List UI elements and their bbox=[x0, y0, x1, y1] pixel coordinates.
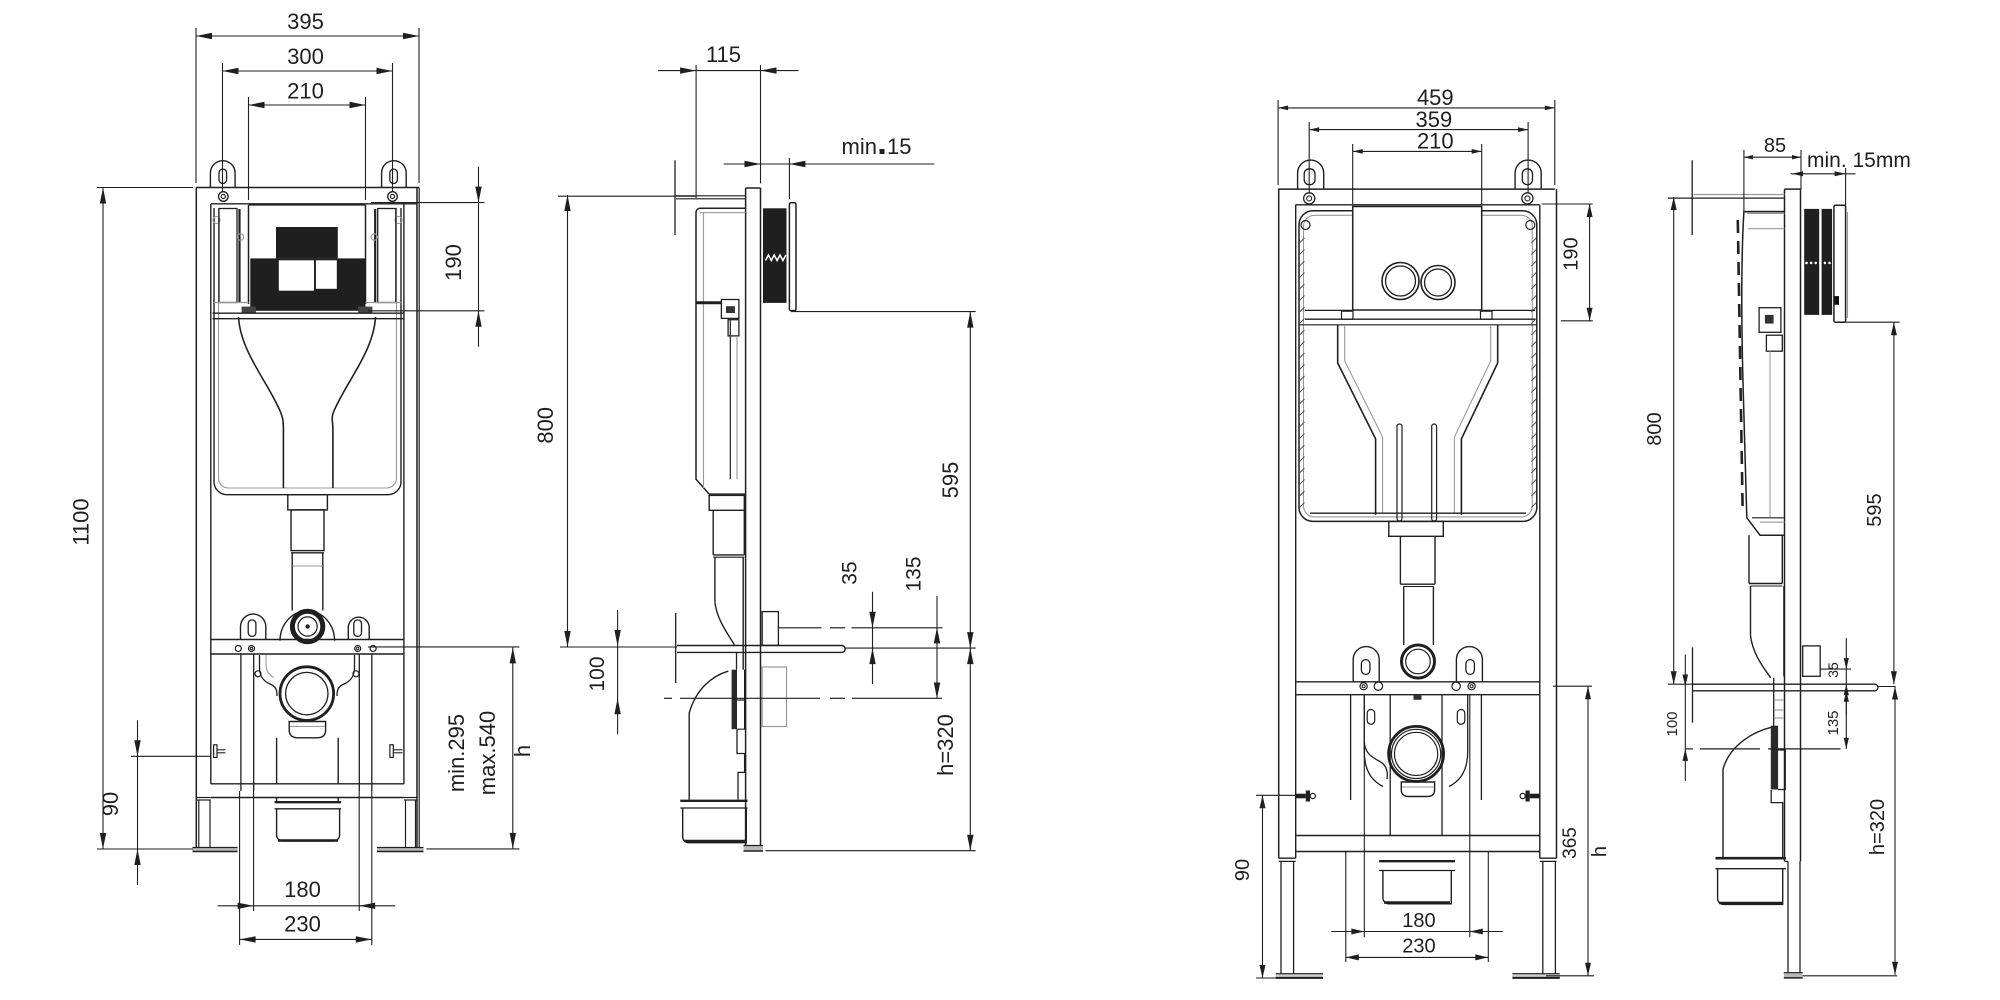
svg-text:595: 595 bbox=[1864, 493, 1886, 526]
svg-text:90: 90 bbox=[98, 792, 123, 816]
svg-text:135: 135 bbox=[903, 556, 926, 591]
svg-text:135: 135 bbox=[1825, 710, 1842, 735]
svg-text:h=320: h=320 bbox=[1867, 799, 1889, 855]
svg-text:595: 595 bbox=[938, 462, 963, 499]
svg-text:h: h bbox=[510, 745, 535, 757]
svg-text:190: 190 bbox=[1561, 237, 1583, 270]
svg-text:300: 300 bbox=[287, 44, 324, 69]
svg-text:210: 210 bbox=[1417, 129, 1454, 154]
svg-text:15: 15 bbox=[887, 134, 911, 159]
svg-text:h=320: h=320 bbox=[933, 714, 958, 776]
svg-text:230: 230 bbox=[1402, 936, 1435, 958]
svg-text:min.295: min.295 bbox=[444, 714, 469, 792]
svg-text:100: 100 bbox=[586, 656, 609, 691]
svg-text:35: 35 bbox=[839, 561, 862, 584]
svg-text:800: 800 bbox=[1644, 412, 1666, 445]
svg-text:359: 359 bbox=[1416, 107, 1453, 132]
svg-text:210: 210 bbox=[287, 79, 324, 104]
svg-text:180: 180 bbox=[284, 877, 321, 902]
svg-text:100: 100 bbox=[1664, 711, 1681, 736]
svg-text:180: 180 bbox=[1402, 910, 1435, 932]
svg-text:35: 35 bbox=[1825, 662, 1841, 678]
svg-text:230: 230 bbox=[284, 912, 321, 937]
svg-text:800: 800 bbox=[533, 407, 558, 444]
svg-text:min: min bbox=[842, 134, 877, 159]
svg-text:190: 190 bbox=[441, 244, 466, 281]
svg-text:h: h bbox=[1589, 846, 1611, 857]
svg-text:90: 90 bbox=[1232, 859, 1254, 881]
svg-text:395: 395 bbox=[287, 9, 324, 34]
svg-text:459: 459 bbox=[1417, 85, 1454, 110]
svg-text:115: 115 bbox=[706, 42, 741, 67]
svg-text:1100: 1100 bbox=[68, 498, 93, 545]
svg-text:min. 15mm: min. 15mm bbox=[1807, 149, 1911, 172]
svg-text:365: 365 bbox=[1560, 827, 1581, 859]
svg-text:max.540: max.540 bbox=[475, 711, 500, 795]
svg-text:85: 85 bbox=[1764, 135, 1786, 157]
